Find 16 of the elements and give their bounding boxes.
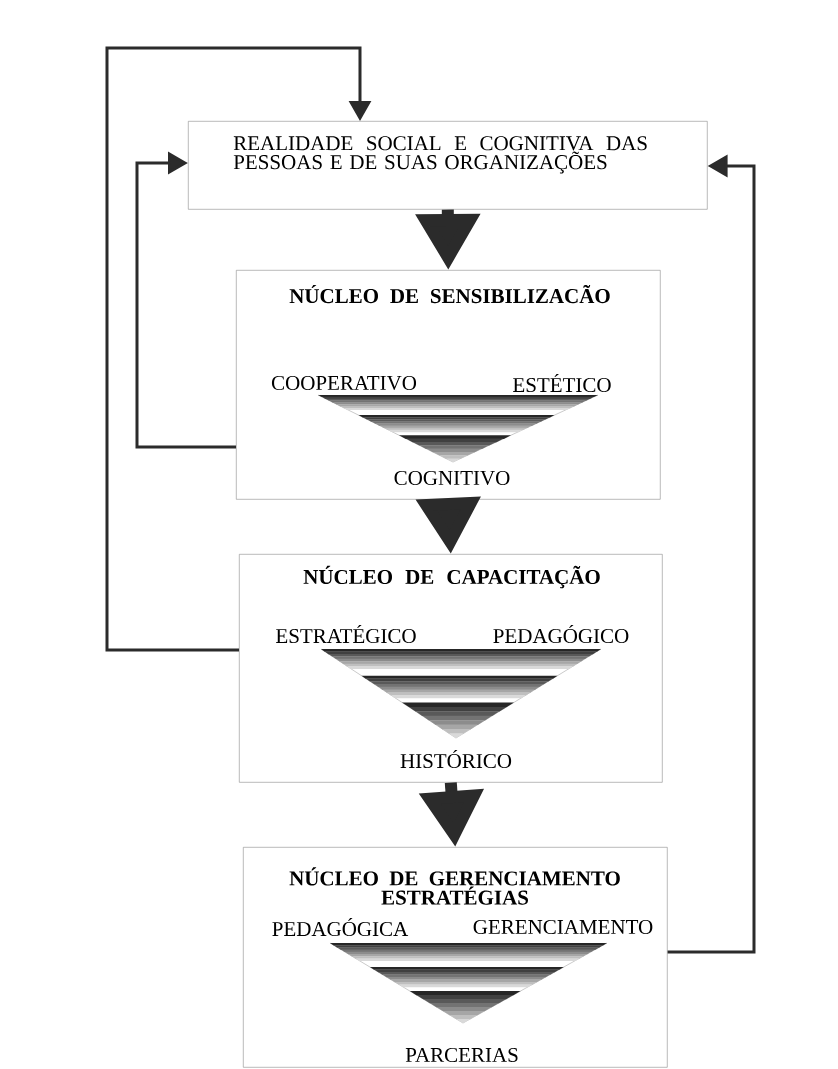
funnel-label: GERENCIAMENTO [473, 919, 653, 935]
funnel-label: PARCERIAS [405, 1047, 518, 1063]
box-title: NÚCLEO DE GERENCIAMENTO ESTRATÉGIAS [289, 867, 620, 905]
box-title: NÚCLEO DE CAPACITAÇÃO [303, 565, 600, 589]
arrow [135, 151, 236, 449]
funnel-label: PEDAGÓGICO [493, 624, 629, 644]
funnel-label: COOPERATIVO [271, 375, 417, 391]
box-text: REALIDADE SOCIAL E COGNITIVA DAS PESSOAS E DE SUAS ORGANIZAÇÕES [233, 136, 647, 174]
funnel-label: PEDAGÓGICA [272, 917, 409, 937]
funnel-label: COGNITIVO [394, 470, 510, 486]
funnel-label: ESTÉTICO [513, 373, 611, 393]
box-title: NÚCLEO DE SENSIBILIZACÃO [289, 284, 610, 304]
arrow [105, 46, 372, 652]
funnel-label: ESTRATÉGICO [276, 624, 416, 644]
funnel-label: HISTÓRICO [400, 749, 512, 769]
process-box [188, 121, 708, 210]
